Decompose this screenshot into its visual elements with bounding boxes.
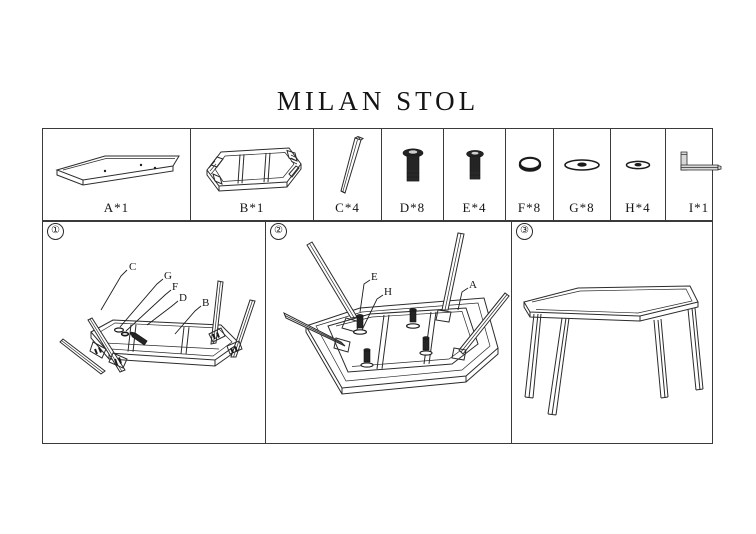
part-cell-b: B*1 xyxy=(191,129,314,220)
callout-e: E xyxy=(371,271,378,283)
part-a-label: A*1 xyxy=(103,200,130,215)
part-b-illustration xyxy=(191,129,313,200)
part-cell-a: A*1 xyxy=(43,129,191,220)
step-1-illustration: C G F D B xyxy=(43,222,265,443)
flat-washer-small-icon xyxy=(625,160,650,169)
allen-key-icon xyxy=(680,151,722,170)
step-2-number: ② xyxy=(270,223,287,240)
part-cell-f: F*8 xyxy=(506,129,554,220)
tabletop-panel-icon xyxy=(54,155,180,186)
step-1-number: ① xyxy=(47,223,64,240)
part-cell-d: D*8 xyxy=(382,129,444,220)
table-leg-icon xyxy=(339,135,364,194)
step3-finished-table xyxy=(523,285,704,416)
part-c-illustration xyxy=(314,129,381,200)
flat-washer-large-icon xyxy=(563,158,600,171)
part-h-label: H*4 xyxy=(625,200,651,215)
bolt-e-2 xyxy=(406,308,421,329)
bolt-e-4 xyxy=(419,336,433,356)
step-3-illustration xyxy=(512,222,712,443)
part-f-label: F*8 xyxy=(517,200,542,215)
part-c-label: C*4 xyxy=(335,200,360,215)
bolt-e-3 xyxy=(360,348,374,368)
step-3-number: ③ xyxy=(516,223,533,240)
step1-callouts: C G F D B xyxy=(100,261,209,335)
callout-b: B xyxy=(202,297,209,309)
part-g-label: G*8 xyxy=(569,200,595,215)
parts-list-table: A*1 xyxy=(42,128,722,221)
part-cell-e: E*4 xyxy=(444,129,506,220)
bolt-e-1 xyxy=(352,314,367,335)
part-cell-i: I*1 xyxy=(666,129,732,220)
part-cell-c: C*4 xyxy=(314,129,382,220)
part-e-label: E*4 xyxy=(462,200,487,215)
part-f-illustration xyxy=(506,129,553,200)
step2-hardware xyxy=(352,308,433,368)
callout-a: A xyxy=(469,279,477,291)
part-g-illustration xyxy=(554,129,610,200)
step-2-illustration: E H A xyxy=(266,222,511,443)
part-d-illustration xyxy=(382,129,443,200)
step1-hardware-stack xyxy=(113,327,148,346)
step2-callouts: E H A xyxy=(359,271,477,331)
part-i-illustration xyxy=(666,129,732,200)
assembly-steps-panel: ① xyxy=(42,221,713,444)
part-i-label: I*1 xyxy=(688,200,710,215)
part-e-illustration xyxy=(444,129,505,200)
step-2-cell: ② xyxy=(266,222,512,443)
callout-h: H xyxy=(384,286,392,298)
part-cell-h: H*4 xyxy=(611,129,666,220)
part-h-illustration xyxy=(611,129,665,200)
frame-assembly-icon xyxy=(205,146,302,192)
step-1-cell: ① xyxy=(43,222,266,443)
callout-f: F xyxy=(172,281,178,293)
spring-washer-icon xyxy=(518,156,541,172)
hex-socket-bolt-short-icon xyxy=(465,149,484,179)
part-b-label: B*1 xyxy=(239,200,265,215)
callout-c: C xyxy=(129,261,136,273)
step2-legs xyxy=(283,232,510,361)
part-cell-g: G*8 xyxy=(554,129,611,220)
hex-socket-bolt-long-icon xyxy=(402,147,423,181)
part-d-label: D*8 xyxy=(399,200,426,215)
callout-g: G xyxy=(164,270,172,282)
step1-legs xyxy=(59,280,256,375)
callout-d: D xyxy=(179,292,187,304)
part-a-illustration xyxy=(43,129,190,200)
step-3-cell: ③ xyxy=(512,222,712,443)
page-title: MILAN STOL xyxy=(276,86,480,116)
